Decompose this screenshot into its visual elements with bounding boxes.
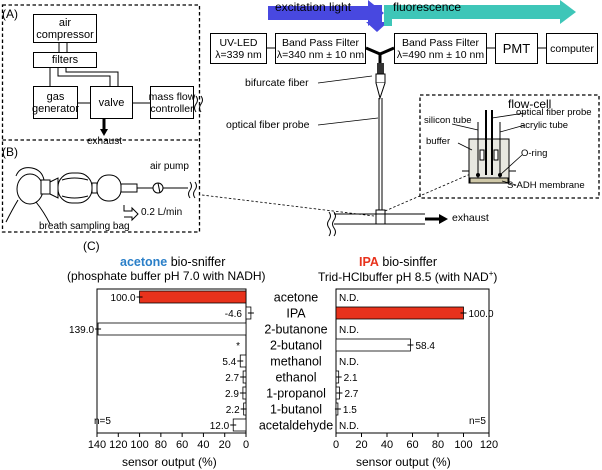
right-x-tick-label: 100 [454, 439, 472, 451]
panel-label-a: (A) [2, 7, 18, 21]
left-x-tick-label: 120 [109, 439, 127, 451]
uv-led-box: UV-LED λ=339 nm [210, 33, 267, 64]
right-x-tick-label: 40 [381, 439, 393, 451]
category-label: 2-butanol [270, 339, 322, 353]
right-x-tick-label: 80 [432, 439, 444, 451]
left-chart-subtitle: (phosphate buffer pH 7.0 with NADH) [67, 269, 266, 283]
left-x-tick-label: 60 [176, 439, 188, 451]
filters-box: filters [33, 52, 97, 68]
panel-label-c: (C) [83, 239, 100, 253]
left-x-tick-label: 140 [88, 439, 106, 451]
excitation-light-label: excitation light [275, 0, 352, 14]
pmt-box: PMT [495, 33, 538, 64]
right-bar [335, 306, 464, 320]
silicon-tube-label: silicon tube [424, 115, 472, 126]
left-value-label: 12.0 [210, 421, 230, 432]
category-label: IPA [286, 307, 306, 321]
right-chart-subtitle-end: ) [493, 270, 498, 284]
category-label: acetone [274, 291, 319, 305]
left-value-label: -4.6 [225, 309, 243, 320]
left-x-tick-label: 0 [243, 439, 249, 451]
left-xlabel: sensor output (%) [122, 455, 217, 469]
right-value-label: 2.1 [344, 373, 358, 384]
right-chart-title: IPA bio-sinffer [359, 256, 437, 269]
right-chart-title-rest: bio-sinffer [378, 255, 438, 269]
right-x-tick-label: 0 [333, 439, 339, 451]
left-x-tick-label: 20 [219, 439, 231, 451]
panel-label-b: (B) [2, 145, 18, 159]
right-chart-subtitle-sup: + [488, 269, 494, 278]
breath-bag-label: breath sampling bag [39, 221, 130, 232]
left-value-label: 2.9 [225, 389, 239, 400]
left-x-tick-label: 40 [197, 439, 209, 451]
left-n-label: n=5 [94, 416, 111, 427]
right-chart-subtitle-main: Trid-HClbuffer pH 8.5 (with NAD [318, 270, 489, 284]
right-n-label: n=5 [469, 416, 486, 427]
left-value-label: 2.7 [225, 373, 239, 384]
category-label: ethanol [275, 371, 316, 385]
air-compressor-box: air compressor [33, 14, 97, 43]
left-x-tick-label: 80 [155, 439, 167, 451]
left-bar [139, 290, 247, 304]
left-value-label: 2.2 [226, 405, 240, 416]
excitation-arrow [268, 0, 384, 26]
right-value-label: 100.0 [469, 309, 494, 320]
fluorescence-arrow [384, 0, 576, 26]
left-chart-title: acetone bio-sniffer [120, 256, 225, 269]
category-label: 2-butanone [264, 323, 327, 337]
right-x-tick-label: 120 [480, 439, 498, 451]
right-value-label: N.D. [339, 293, 359, 304]
right-xlabel: sensor output (%) [356, 455, 451, 469]
gas-generator-box: gas generator [32, 86, 79, 119]
computer-box: computer [546, 33, 598, 64]
left-value-label: 100.0 [111, 293, 136, 304]
right-bar [335, 338, 411, 352]
optics-exhaust-label: exhaust [452, 212, 489, 224]
bandpass-filter-excitation-box: Band Pass Filter λ=340 nm ± 10 nm [275, 33, 366, 64]
right-value-label: N.D. [339, 357, 359, 368]
category-label: methanol [270, 355, 321, 369]
right-value-label: 1.5 [343, 405, 357, 416]
right-value-label: 2.7 [344, 389, 358, 400]
bandpass-filter-emission-box: Band Pass Filter λ=490 nm ± 10 nm [394, 33, 487, 64]
category-label: 1-propanol [266, 387, 326, 401]
right-chart-title-analyte: IPA [359, 255, 379, 269]
category-label: acetaldehyde [259, 419, 333, 433]
left-chart-title-analyte: acetone [120, 255, 168, 269]
gas-exhaust-label: exhaust [87, 136, 123, 147]
right-value-label: N.D. [339, 421, 359, 432]
right-chart-subtitle: Trid-HClbuffer pH 8.5 (with NAD+) [318, 269, 498, 284]
acrylic-tube-label: acrylic tube [520, 120, 569, 131]
left-bar [97, 322, 247, 336]
right-value-label: N.D. [339, 325, 359, 336]
flow-rate-label: 0.2 L/min [141, 207, 183, 218]
buffer-label: buffer [426, 136, 451, 147]
right-x-tick-label: 60 [406, 439, 418, 451]
fluorescence-label: fluorescence [393, 0, 462, 14]
left-value-label: 139.0 [69, 325, 94, 336]
air-pump-label: air pump [150, 161, 189, 172]
flowcell-probe-label: optical fiber probe [516, 107, 592, 118]
right-x-tick-label: 20 [355, 439, 367, 451]
left-x-tick-label: 100 [130, 439, 148, 451]
valve-box: valve [90, 86, 133, 119]
bifurcate-fiber-label: bifurcate fiber [245, 77, 309, 89]
left-value-label: 5.4 [222, 357, 236, 368]
s-adh-membrane-label: S-ADH membrane [507, 180, 585, 191]
o-ring-label: O-ring [521, 148, 548, 159]
optical-fiber-probe-label: optical fiber probe [226, 119, 310, 131]
mass-flow-controller-box: mass flow controller [149, 86, 195, 119]
category-label: 1-butanol [270, 403, 322, 417]
right-value-label: 58.4 [415, 341, 435, 352]
left-value-label: * [236, 341, 240, 352]
left-chart-title-rest: bio-sniffer [167, 255, 226, 269]
flow-cell-title: flow-cell [508, 97, 552, 111]
